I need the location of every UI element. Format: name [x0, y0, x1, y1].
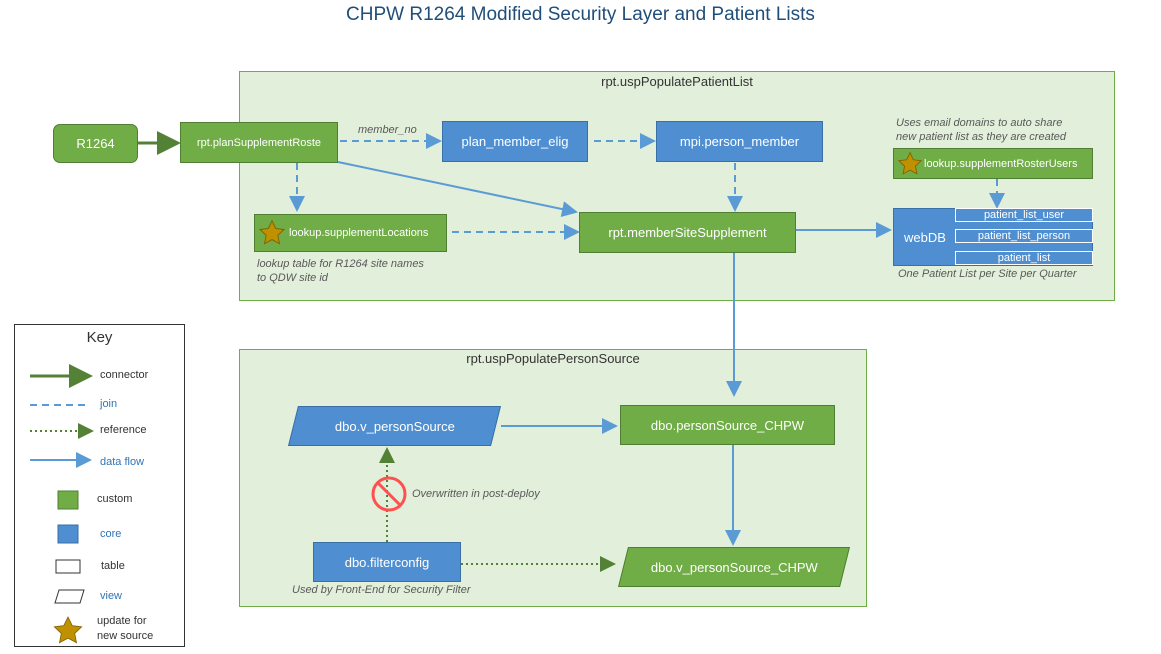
member-site-supplement-node: rpt.memberSiteSupplement [579, 212, 796, 253]
key-core: core [100, 528, 122, 540]
key-view: view [100, 590, 123, 602]
key-update-line2: new source [97, 630, 154, 642]
r1264-node: R1264 [53, 124, 138, 163]
key-join: join [100, 398, 118, 410]
member-no-label: member_no [358, 124, 417, 136]
patient-list-user-table: patient_list_user [955, 208, 1093, 222]
lookup-note-line1: lookup table for R1264 site names [257, 258, 424, 270]
key-update-line1: update for [97, 615, 147, 627]
key-custom: custom [97, 493, 133, 505]
filterconfig-node: dbo.filterconfig [313, 542, 461, 582]
key-table: table [101, 560, 125, 572]
key-connector: connector [100, 369, 149, 381]
person-source-region-label: rpt.uspPopulatePersonSource [466, 351, 640, 366]
key-panel [14, 324, 185, 647]
mpi-person-member-node: mpi.person_member [656, 121, 823, 162]
star-icon [258, 219, 286, 245]
plan-member-elig-node: plan_member_elig [442, 121, 588, 162]
patient-list-person-table: patient_list_person [955, 229, 1093, 243]
lookup-note-line2: to QDW site id [257, 272, 328, 284]
lookup-locations-node: lookup.supplementLocations [254, 214, 447, 252]
per-site-note: One Patient List per Site per Quarter [898, 268, 1077, 280]
overwritten-note: Overwritten in post-deploy [412, 488, 540, 500]
prohibited-icon [371, 476, 407, 512]
key-title: Key [86, 329, 113, 346]
flow-plan-membersite [337, 161, 578, 217]
front-end-note: Used by Front-End for Security Filter [292, 584, 471, 596]
auto-share-note-line2: new patient list as they are created [896, 131, 1066, 143]
auto-share-note-line1: Uses email domains to auto share [896, 117, 1063, 129]
patient-list-table: patient_list [955, 251, 1093, 265]
person-source-chpw-node: dbo.personSource_CHPW [620, 405, 835, 445]
lookup-roster-users-node: lookup.supplementRosterUsers [893, 148, 1093, 179]
key-reference: reference [100, 424, 147, 436]
plan-supplement-node: rpt.planSupplementRoste [180, 122, 338, 163]
key-data-flow: data flow [100, 456, 145, 468]
star-icon [53, 616, 83, 644]
star-icon [897, 151, 923, 175]
patient-list-region-label: rpt.uspPopulatePatientList [601, 74, 753, 89]
diagram-title: CHPW R1264 Modified Security Layer and P… [346, 4, 815, 25]
